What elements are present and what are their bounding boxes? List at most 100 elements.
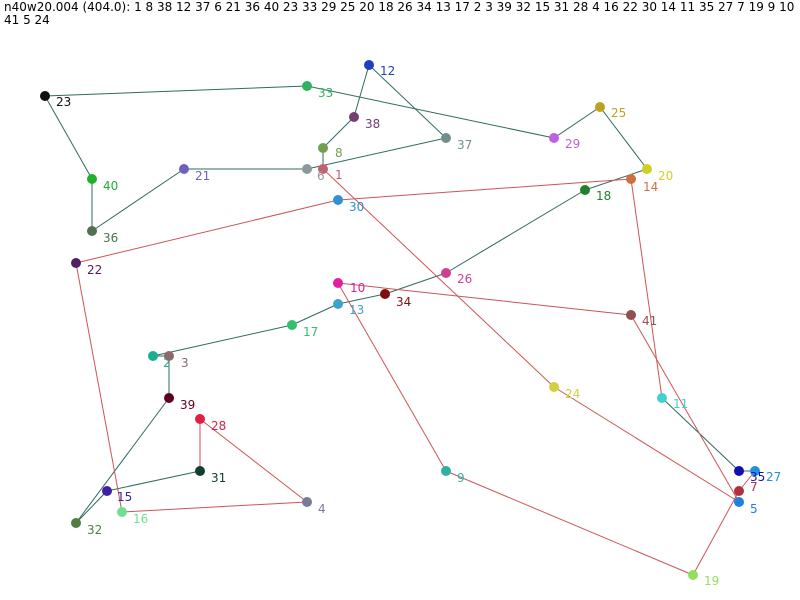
node-27 — [750, 466, 760, 476]
node-2 — [148, 351, 158, 361]
node-33 — [302, 81, 312, 91]
node-32 — [71, 518, 81, 528]
tour-edge-26-34 — [384, 272, 447, 295]
node-label-23: 23 — [56, 95, 71, 109]
node-label-2: 2 — [163, 356, 171, 370]
node-24 — [549, 382, 559, 392]
node-16 — [117, 507, 127, 517]
tour-edge-28-4 — [199, 418, 308, 503]
node-label-5: 5 — [750, 502, 758, 516]
node-22 — [71, 258, 81, 268]
node-label-18: 18 — [596, 189, 611, 203]
tour-edge-39-32 — [75, 397, 170, 524]
node-30 — [333, 195, 343, 205]
node-6 — [302, 164, 312, 174]
tour-edge-9-10 — [337, 282, 447, 472]
node-31 — [195, 466, 205, 476]
node-label-20: 20 — [658, 169, 673, 183]
node-39 — [164, 393, 174, 403]
tour-edge-7-19 — [692, 490, 740, 576]
node-label-1: 1 — [335, 168, 343, 182]
node-41 — [626, 310, 636, 320]
node-label-10: 10 — [350, 281, 365, 295]
node-38 — [349, 112, 359, 122]
tour-edge-34-13 — [337, 293, 386, 305]
node-label-29: 29 — [565, 137, 580, 151]
tour-edge-33-29 — [306, 85, 555, 139]
tour-edge-24-1 — [322, 168, 555, 388]
node-label-28: 28 — [211, 419, 226, 433]
node-label-22: 22 — [87, 263, 102, 277]
node-15 — [102, 486, 112, 496]
node-21 — [179, 164, 189, 174]
tour-edge-22-30 — [75, 199, 339, 264]
node-label-38: 38 — [365, 117, 380, 131]
node-3 — [164, 351, 174, 361]
node-label-37: 37 — [457, 138, 472, 152]
tour-edge-12-37 — [368, 64, 447, 139]
tour-edge-21-36 — [91, 168, 185, 232]
node-37 — [441, 133, 451, 143]
tour-edge-4-16 — [121, 501, 308, 513]
node-9 — [441, 466, 451, 476]
node-label-8: 8 — [335, 146, 343, 160]
node-20 — [642, 164, 652, 174]
tour-edge-13-17 — [291, 303, 339, 326]
node-label-32: 32 — [87, 523, 102, 537]
node-35 — [734, 466, 744, 476]
node-26 — [441, 268, 451, 278]
node-8 — [318, 143, 328, 153]
node-34 — [380, 289, 390, 299]
node-10 — [333, 278, 343, 288]
tour-edge-38-12 — [353, 64, 370, 118]
node-label-30: 30 — [349, 200, 364, 214]
node-label-39: 39 — [180, 398, 195, 412]
node-14 — [626, 174, 636, 184]
node-label-40: 40 — [103, 179, 118, 193]
node-label-15: 15 — [117, 490, 132, 504]
node-1 — [318, 164, 328, 174]
tour-edge-23-33 — [44, 85, 308, 97]
node-label-19: 19 — [704, 574, 719, 588]
node-label-14: 14 — [643, 180, 658, 194]
node-28 — [195, 414, 205, 424]
tour-edge-8-38 — [322, 116, 355, 149]
node-29 — [549, 133, 559, 143]
tour-edge-5-24 — [553, 386, 740, 503]
node-18 — [580, 185, 590, 195]
node-19 — [688, 570, 698, 580]
node-label-12: 12 — [380, 64, 395, 78]
tour-edge-41-5 — [630, 314, 740, 503]
node-4 — [302, 497, 312, 507]
tour-edge-32-15 — [75, 490, 108, 524]
tour-edge-19-9 — [445, 470, 694, 576]
tour-edge-14-11 — [630, 178, 663, 399]
tour-edge-20-18 — [584, 168, 648, 191]
node-label-6: 6 — [317, 169, 325, 183]
tour-edge-18-26 — [445, 189, 586, 274]
tour-edge-16-22 — [75, 262, 123, 513]
tour-edge-37-6 — [306, 137, 447, 170]
node-17 — [287, 320, 297, 330]
node-label-36: 36 — [103, 231, 118, 245]
node-label-11: 11 — [673, 397, 688, 411]
node-label-3: 3 — [181, 356, 189, 370]
tour-edge-29-25 — [553, 106, 601, 139]
node-label-16: 16 — [133, 512, 148, 526]
tour-edge-25-20 — [599, 106, 648, 170]
tour-edge-40-23 — [44, 95, 93, 180]
node-label-27: 27 — [766, 470, 781, 484]
node-label-35: 35 — [750, 470, 765, 484]
node-label-17: 17 — [303, 325, 318, 339]
node-13 — [333, 299, 343, 309]
node-label-7: 7 — [750, 480, 758, 494]
node-40 — [87, 174, 97, 184]
node-label-26: 26 — [457, 272, 472, 286]
node-36 — [87, 226, 97, 236]
node-label-13: 13 — [349, 303, 364, 317]
node-label-21: 21 — [195, 169, 210, 183]
node-12 — [364, 60, 374, 70]
node-5 — [734, 497, 744, 507]
